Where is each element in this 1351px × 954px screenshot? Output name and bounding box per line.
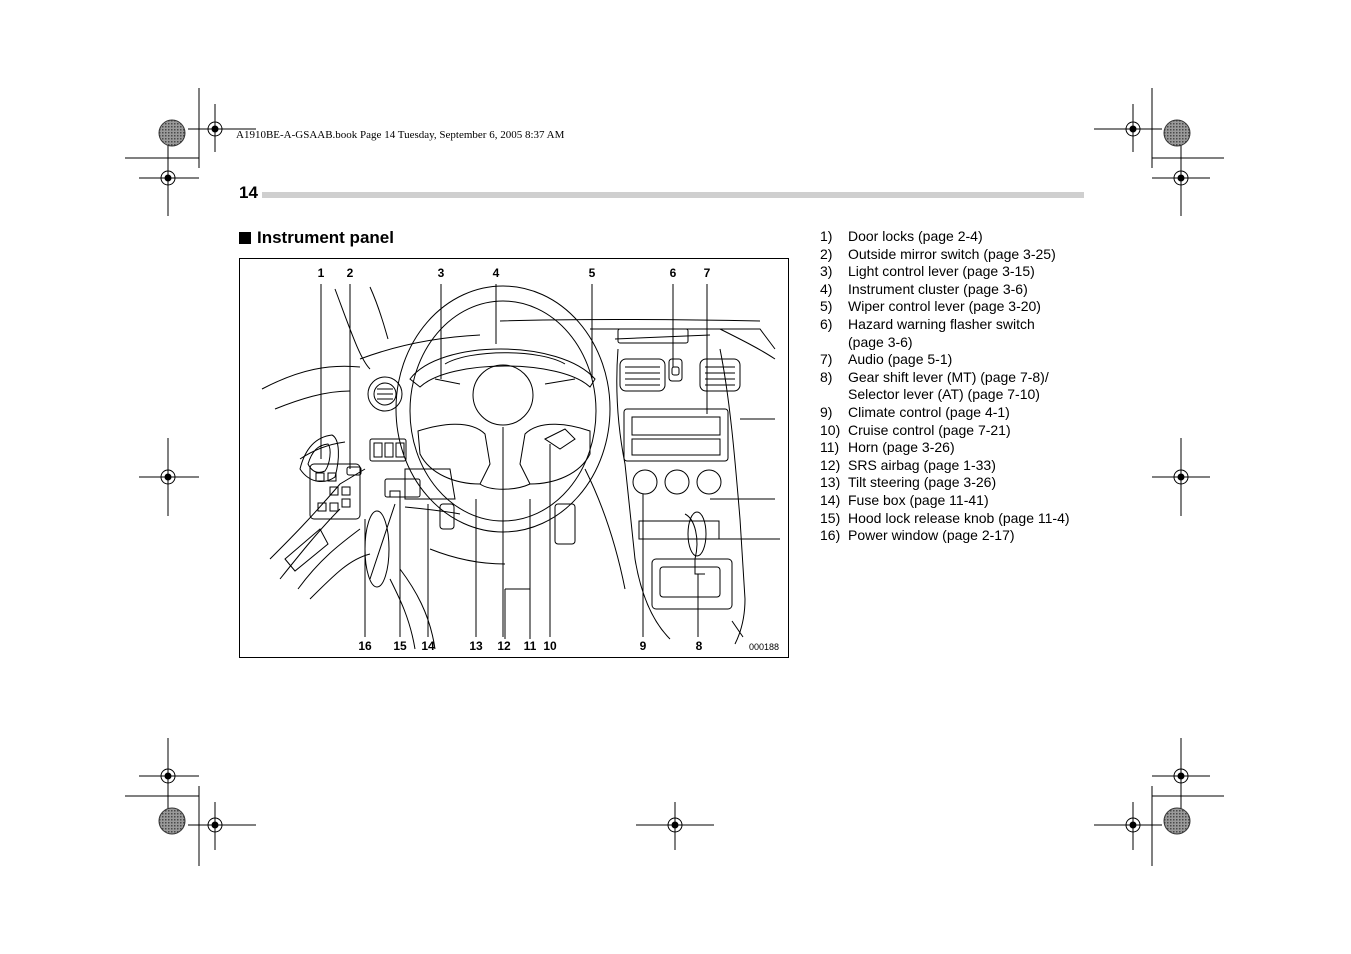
header-rule <box>262 192 1084 198</box>
crop-mark-bottom-left <box>125 738 256 866</box>
legend-item: 6) Hazard warning flasher switch <box>820 316 1110 334</box>
legend-item: 13) Tilt steering (page 3-26) <box>820 474 1110 492</box>
legend-number: 9) <box>820 403 833 420</box>
legend-item: 14) Fuse box (page 11-41) <box>820 492 1110 510</box>
legend-item: 11) Horn (page 3-26) <box>820 439 1110 457</box>
dashboard-illustration: 1 2 3 4 5 6 7 16 15 14 13 12 11 10 9 8 0… <box>261 266 780 653</box>
callout-13: 13 <box>469 639 483 653</box>
legend-item: 4) Instrument cluster (page 3-6) <box>820 281 1110 299</box>
legend-item: 7) Audio (page 5-1) <box>820 351 1110 369</box>
component-legend: 1) Door locks (page 2-4) 2) Outside mirror… <box>820 228 1110 545</box>
door-panel-drawing <box>261 365 371 600</box>
crop-mark-middle-right <box>1152 438 1210 516</box>
callout-16: 16 <box>358 639 372 653</box>
legend-number: 10) <box>820 421 841 438</box>
legend-text: (page 3-6) <box>848 333 913 350</box>
legend-text: Hazard warning flasher switch <box>848 315 1035 332</box>
legend-text: Power window (page 2-17) <box>848 527 1015 544</box>
crop-mark-top-right <box>1094 88 1224 216</box>
callout-15: 15 <box>393 639 407 653</box>
legend-item: 12) SRS airbag (page 1-33) <box>820 457 1110 475</box>
callout-7: 7 <box>704 266 711 280</box>
section-title: Instrument panel <box>257 228 394 247</box>
legend-number: 12) <box>820 456 841 473</box>
legend-text: Gear shift lever (MT) (page 7-8)/ <box>848 368 1049 385</box>
callout-11: 11 <box>524 639 537 653</box>
legend-text: Climate control (page 4-1) <box>848 403 1010 420</box>
legend-text: Fuse box (page 11-41) <box>848 491 989 508</box>
legend-number: 6) <box>820 315 833 332</box>
legend-item: 5) Wiper control lever (page 3-20) <box>820 298 1110 316</box>
legend-item-continuation: (page 3-6) <box>820 334 1110 352</box>
legend-number: 4) <box>820 280 833 297</box>
page-number: 14 <box>239 183 258 202</box>
legend-number: 5) <box>820 298 833 315</box>
center-console-drawing <box>584 348 780 645</box>
dashboard-outline <box>334 286 776 650</box>
legend-text: Selector lever (AT) (page 7-10) <box>848 386 1040 403</box>
callout-6: 6 <box>670 266 677 280</box>
legend-number: 15) <box>820 509 841 526</box>
legend-text: Door locks (page 2-4) <box>848 228 983 244</box>
callout-14: 14 <box>421 639 435 653</box>
crop-mark-middle-left <box>139 438 199 516</box>
legend-item: 15) Hood lock release knob (page 11-4) <box>820 510 1110 528</box>
callout-labels: 1 2 3 4 5 6 7 16 15 14 13 12 11 10 9 8 <box>318 266 711 653</box>
legend-number: 1) <box>820 228 833 244</box>
instrument-panel-figure: 1 2 3 4 5 6 7 16 15 14 13 12 11 10 9 8 0… <box>239 258 789 658</box>
legend-item-continuation: Selector lever (AT) (page 7-10) <box>820 386 1110 404</box>
callout-10: 10 <box>543 639 557 653</box>
legend-text: Wiper control lever (page 3-20) <box>848 298 1041 315</box>
callout-8: 8 <box>696 639 703 653</box>
legend-text: Light control lever (page 3-15) <box>848 263 1035 280</box>
legend-number: 3) <box>820 263 833 280</box>
legend-item: 9) Climate control (page 4-1) <box>820 404 1110 422</box>
legend-number: 11) <box>820 439 840 456</box>
callout-2: 2 <box>347 266 354 280</box>
legend-item: 16) Power window (page 2-17) <box>820 527 1110 545</box>
square-bullet-icon <box>239 232 251 244</box>
legend-item: 2) Outside mirror switch (page 3-25) <box>820 246 1110 264</box>
legend-text: Instrument cluster (page 3-6) <box>848 280 1028 297</box>
legend-item: 10) Cruise control (page 7-21) <box>820 422 1110 440</box>
legend-text: SRS airbag (page 1-33) <box>848 456 996 473</box>
callout-9: 9 <box>640 639 647 653</box>
callout-1: 1 <box>318 266 325 280</box>
legend-text: Outside mirror switch (page 3-25) <box>848 245 1056 262</box>
legend-number: 13) <box>820 474 841 491</box>
legend-number: 14) <box>820 491 841 508</box>
callout-3: 3 <box>438 266 445 280</box>
print-info-line: A1910BE-A-GSAAB.book Page 14 Tuesday, Se… <box>236 129 565 141</box>
callout-5: 5 <box>589 266 596 280</box>
legend-text: Hood lock release knob (page 11-4) <box>848 509 1070 526</box>
legend-text: Horn (page 3-26) <box>848 439 955 456</box>
callout-4: 4 <box>493 266 500 280</box>
callout-12: 12 <box>497 639 511 653</box>
figure-code: 000188 <box>749 642 779 652</box>
section-heading: Instrument panel <box>239 228 394 248</box>
legend-text: Audio (page 5-1) <box>848 351 953 368</box>
legend-number: 2) <box>820 245 833 262</box>
callout-leaders <box>320 284 744 638</box>
crop-mark-bottom-center <box>636 802 714 850</box>
legend-item: 3) Light control lever (page 3-15) <box>820 263 1110 281</box>
legend-number: 7) <box>820 351 833 368</box>
crop-mark-top-left <box>125 88 256 216</box>
legend-item: 8) Gear shift lever (MT) (page 7-8)/ <box>820 369 1110 387</box>
legend-number: 16) <box>820 527 841 544</box>
legend-item: 1) Door locks (page 2-4) <box>820 228 1110 246</box>
legend-text: Tilt steering (page 3-26) <box>848 474 997 491</box>
leader-code <box>731 620 744 638</box>
legend-number: 8) <box>820 368 833 385</box>
crop-mark-bottom-right <box>1094 738 1224 866</box>
legend-text: Cruise control (page 7-21) <box>848 421 1011 438</box>
